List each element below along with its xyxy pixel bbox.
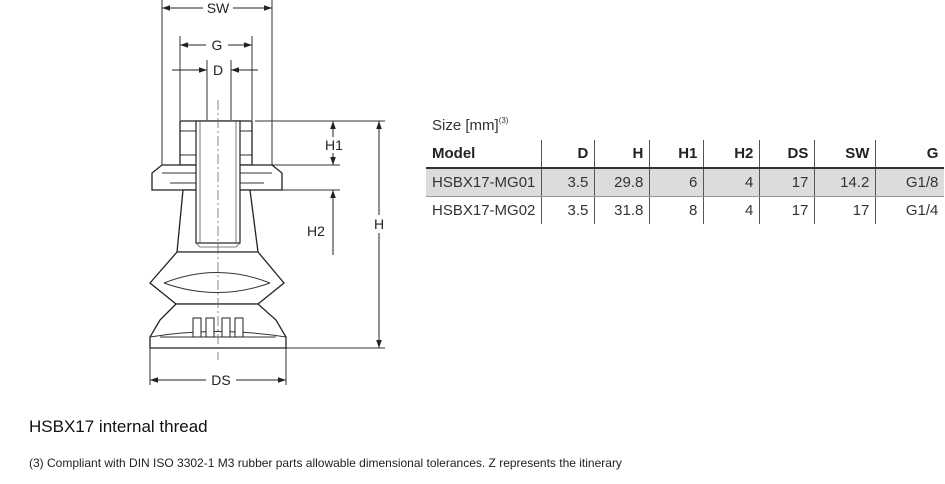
cell-d: 3.5 [541, 196, 595, 224]
header-model: Model [426, 140, 542, 169]
header-ds: DS [759, 140, 815, 169]
sw-label: SW [207, 0, 230, 16]
header-h1: H1 [649, 140, 704, 169]
cell-h: 29.8 [594, 168, 650, 197]
cell-sw: 17 [814, 196, 876, 224]
cell-model: HSBX17-MG02 [432, 202, 536, 219]
cell-h2: 4 [703, 168, 760, 197]
cell-h2: 4 [703, 196, 760, 224]
header-sw: SW [814, 140, 876, 169]
cell-ds: 17 [759, 196, 815, 224]
h-label: H [374, 216, 384, 232]
cell-d: 3.5 [541, 168, 595, 197]
cell-h: 31.8 [594, 196, 650, 224]
cell-g: G1/4 [875, 196, 945, 224]
h1-label: H1 [325, 137, 343, 153]
footnote-ref: (3) [498, 116, 509, 125]
header-d: D [541, 140, 595, 169]
header-h2: H2 [703, 140, 760, 169]
header-h: H [594, 140, 650, 169]
d-label: D [213, 62, 223, 78]
cell-model: HSBX17-MG01 [426, 168, 542, 197]
technical-drawing: SW G D H1 H2 H DS [149, 0, 389, 389]
size-heading: Size [mm](3) [432, 116, 509, 134]
ds-label: DS [211, 372, 230, 388]
table-row: HSBX17-MG01 3.5 29.8 6 4 17 14.2 G1/8 [426, 168, 945, 197]
cell-h1: 6 [649, 168, 704, 197]
cell-h1: 8 [649, 196, 704, 224]
cell-sw: 14.2 [814, 168, 876, 197]
h2-label: H2 [307, 223, 325, 239]
header-g: G [875, 140, 945, 169]
dimensions-table: Model D H H1 H2 DS SW G HSBX17-MG01 3.5 … [426, 140, 945, 224]
g-label: G [212, 37, 223, 53]
table-row: HSBX17-MG02 3.5 31.8 8 4 17 17 G1/4 [426, 196, 945, 224]
table-header-row: Model D H H1 H2 DS SW G [426, 140, 945, 169]
cell-g: G1/8 [875, 168, 945, 197]
footnote: (3) Compliant with DIN ISO 3302-1 M3 rub… [29, 456, 622, 470]
figure-caption: HSBX17 internal thread [29, 417, 208, 436]
cell-ds: 17 [759, 168, 815, 197]
size-heading-text: Size [mm] [432, 117, 499, 134]
